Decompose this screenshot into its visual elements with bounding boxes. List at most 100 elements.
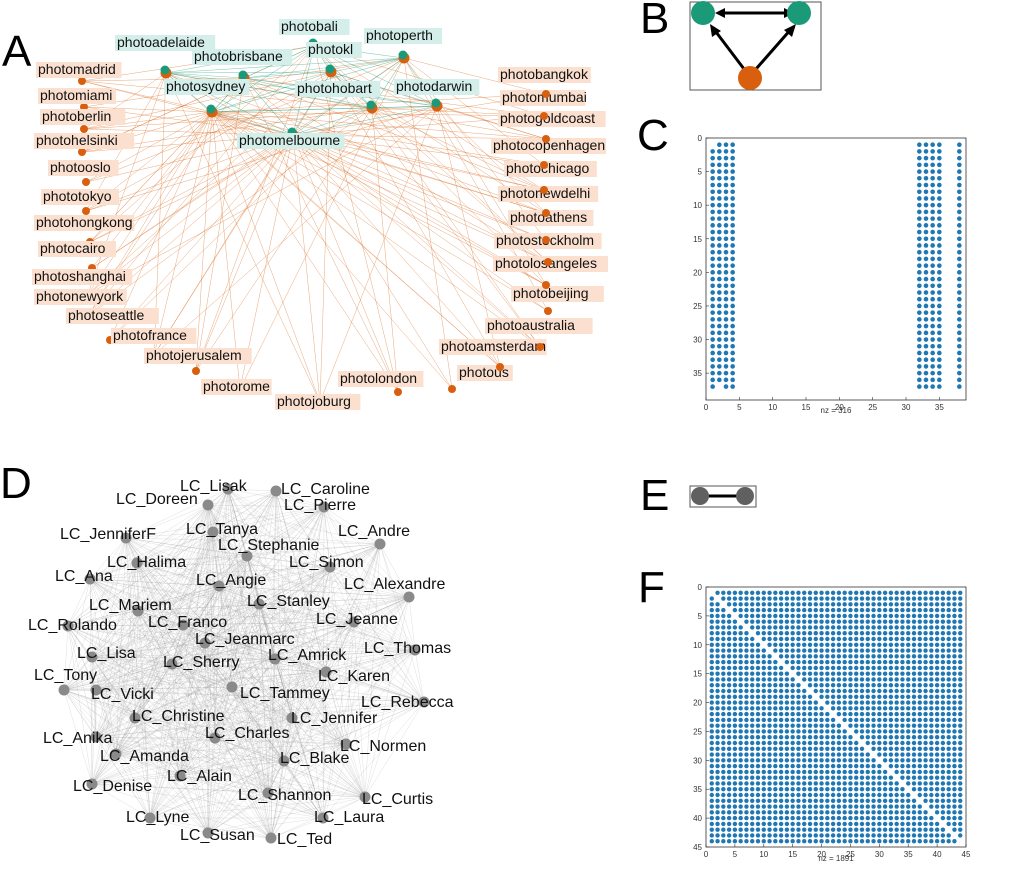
spy-f-dot	[830, 833, 836, 838]
spy-f-dot	[906, 810, 911, 815]
spy-f-dot	[842, 827, 847, 832]
network-d-edge	[67, 625, 93, 658]
network-d-edge	[115, 624, 184, 755]
spy-c-dot	[717, 337, 722, 342]
network-a-label-photoperth: photoperth	[364, 27, 442, 44]
spy-f-dot	[715, 602, 720, 607]
spy-f-dot	[871, 827, 876, 832]
spy-c-dot	[710, 243, 715, 248]
network-d-edge	[149, 621, 355, 819]
network-a-label-bg	[32, 269, 133, 285]
spy-f-dot	[767, 810, 772, 815]
spy-f-dot	[854, 723, 859, 728]
network-a-edge	[319, 71, 332, 403]
spy-f-dot	[871, 648, 876, 653]
spy-f-dot	[929, 798, 934, 803]
spy-c-dot	[730, 317, 735, 322]
network-d-edge	[91, 624, 184, 785]
network-d-node-lc-shannon	[262, 787, 274, 799]
network-d-edge	[179, 701, 425, 777]
spy-f-dot	[865, 711, 870, 717]
spy-f-dot	[813, 775, 818, 780]
spy-f-dot	[917, 827, 922, 832]
spy-f-dot	[934, 787, 940, 792]
spy-f-dot	[709, 677, 714, 682]
network-d-edge	[283, 701, 425, 762]
x-tick-label: 35	[935, 403, 944, 412]
spy-f-dot	[773, 833, 778, 838]
spy-f-dot	[802, 810, 807, 815]
network-a-label-text: photohelsinki	[36, 132, 118, 148]
spy-f-dot	[923, 677, 928, 682]
spy-f-dot	[900, 746, 905, 751]
network-a-label-text: photoamsterdam	[441, 338, 546, 354]
network-d-edge	[134, 649, 416, 719]
spy-f-dot	[709, 775, 714, 780]
spy-c-dot	[710, 223, 715, 228]
spy-f-dot	[744, 827, 749, 832]
network-a-label-photomelbourne: photomelbourne	[237, 132, 345, 149]
spy-f-dot	[946, 648, 951, 653]
spy-f-dot	[894, 804, 899, 809]
spy-f-dot	[940, 654, 946, 659]
network-d-node-lc-laura	[317, 812, 329, 824]
network-a-label-photoaustralia: photoaustralia	[485, 317, 593, 334]
spy-f-dot	[894, 729, 899, 734]
network-d-edge	[179, 775, 272, 839]
spy-f-dot	[958, 619, 963, 624]
spy-f-dot	[738, 717, 743, 723]
network-d-edge	[115, 753, 151, 819]
spy-f-dot	[726, 631, 732, 636]
network-a-edge	[211, 111, 294, 136]
spy-f-dot	[946, 787, 951, 792]
spy-f-dot	[790, 723, 795, 728]
spy-f-dot	[819, 717, 824, 723]
spy-f-dot	[726, 821, 732, 827]
network-d-edge	[63, 642, 206, 691]
spy-c-dot	[723, 162, 729, 168]
spy-f-dot	[767, 711, 772, 717]
spy-f-dot	[917, 636, 922, 642]
network-d-edge	[91, 506, 325, 658]
spy-f-dot	[940, 839, 946, 844]
spy-f-dot	[819, 821, 824, 827]
spy-f-dot	[709, 815, 714, 821]
spy-f-dot	[819, 723, 824, 728]
network-a-node-photojerusalem	[192, 367, 200, 375]
spy-f-dot	[917, 758, 922, 763]
spy-c-dot	[917, 377, 922, 383]
spy-f-dot	[859, 596, 865, 601]
spy-f-dot	[906, 758, 911, 763]
spy-c-dot	[917, 276, 922, 282]
spy-f-dot	[906, 763, 911, 769]
network-d-edge	[67, 625, 276, 660]
spy-f-dot	[819, 711, 824, 717]
spy-f-dot	[802, 711, 807, 717]
spy-f-dot	[917, 810, 922, 815]
network-d-edge	[67, 603, 260, 627]
spy-f-dot	[715, 746, 720, 751]
spy-f-dot	[726, 758, 732, 763]
spy-c-dot	[930, 209, 935, 215]
spy-f-dot	[882, 821, 888, 827]
network-d-edge	[137, 543, 381, 612]
spy-f-dot	[836, 758, 842, 763]
spy-f-dot	[750, 636, 755, 642]
spy-f-dot	[958, 677, 963, 682]
spy-f-dot	[813, 833, 818, 838]
spy-f-dot	[790, 746, 795, 751]
network-a-label-photonewdelhi: photonewdelhi	[498, 185, 599, 202]
spy-f-dot	[721, 821, 726, 827]
spy-f-dot	[958, 798, 963, 803]
network-d-edge	[207, 504, 260, 605]
spy-f-dot	[836, 631, 842, 636]
spy-f-dot	[807, 636, 813, 642]
network-d-edge	[134, 555, 248, 719]
x-tick-label: 5	[733, 850, 738, 859]
spy-f-dot	[958, 590, 963, 595]
spy-f-dot	[802, 631, 807, 636]
spy-f-dot	[721, 810, 726, 815]
network-d-edge	[63, 663, 173, 691]
spy-c-dot	[710, 263, 715, 268]
spy-c-dot	[957, 323, 962, 329]
